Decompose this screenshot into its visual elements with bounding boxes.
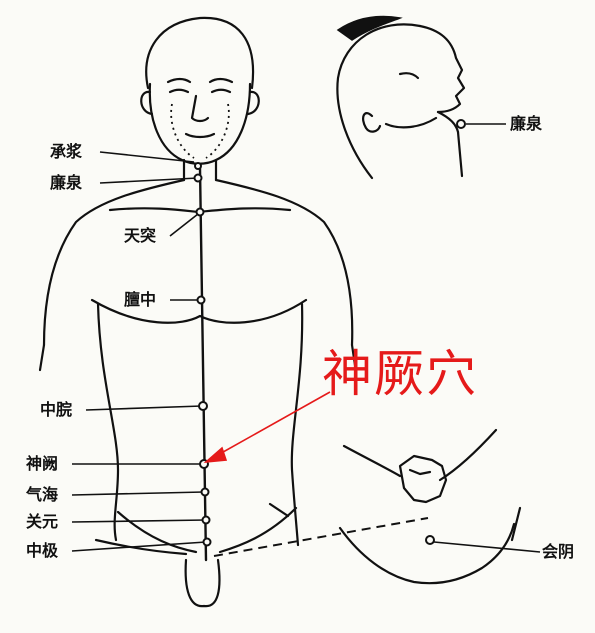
highlight-title: 神厥穴 xyxy=(322,346,478,402)
label-danzhong: 膻中 xyxy=(124,291,156,309)
profile-eye xyxy=(400,73,418,78)
mouth xyxy=(186,134,214,137)
label-qihai: 气海 xyxy=(26,486,58,504)
leader-guanyuan xyxy=(72,520,206,522)
point-guanyuan xyxy=(203,517,210,524)
profile-head-back xyxy=(337,24,420,178)
left-eye xyxy=(170,90,188,92)
face-dotted-right xyxy=(206,104,229,158)
point-lianquan xyxy=(195,175,202,182)
right-hip-mark xyxy=(270,504,288,516)
groin-outline xyxy=(186,560,220,606)
point-zhongji xyxy=(204,539,211,546)
left-torso xyxy=(98,304,118,540)
point-huiyin xyxy=(426,536,434,544)
perineum-left-thigh xyxy=(344,446,400,476)
point-lianquan-side xyxy=(457,120,465,128)
right-eye xyxy=(212,90,230,92)
profile-hair xyxy=(338,17,400,41)
face-dotted-left xyxy=(171,104,194,158)
highlight-arrow-head xyxy=(206,448,226,462)
profile-face xyxy=(420,26,464,112)
point-danzhong xyxy=(198,297,205,304)
perineum-detail xyxy=(410,470,430,474)
point-zhongwan xyxy=(199,402,207,410)
huiyin-connector xyxy=(214,518,428,556)
right-torso xyxy=(292,304,302,545)
face-outline xyxy=(150,84,250,164)
label-shenque: 神阙 xyxy=(26,455,58,473)
point-qihai xyxy=(202,489,209,496)
leader-zhongwan xyxy=(86,406,202,410)
point-tiantu xyxy=(197,209,204,216)
right-eyebrow xyxy=(210,79,232,82)
nose xyxy=(192,96,208,121)
highlight-arrow-line xyxy=(216,392,330,456)
left-shoulder-arm xyxy=(44,180,184,345)
right-shoulder-arm xyxy=(216,180,352,345)
profile-chin xyxy=(438,112,458,132)
label-lianquan: 廉泉 xyxy=(50,174,82,192)
left-eyebrow xyxy=(168,79,190,82)
conception-vessel-line xyxy=(200,168,206,560)
label-lianquan-side: 廉泉 xyxy=(510,115,542,133)
label-guanyuan: 关元 xyxy=(26,513,58,531)
hair-outline xyxy=(146,18,253,88)
profile-jaw xyxy=(386,118,436,127)
label-zhongwan: 中脘 xyxy=(40,401,72,419)
leader-huiyin xyxy=(434,542,540,552)
perineum-right-thigh xyxy=(440,430,496,480)
label-huiyin: 会阴 xyxy=(542,543,574,561)
perineum-genitals xyxy=(400,456,446,502)
point-chengjiang xyxy=(195,163,201,169)
profile-throat xyxy=(458,132,462,176)
perineum-buttocks xyxy=(340,524,514,583)
left-arm-cut xyxy=(40,345,44,370)
profile-ear xyxy=(363,113,380,132)
label-zhongji: 中极 xyxy=(26,542,58,560)
leader-qihai xyxy=(72,492,204,495)
leader-tiantu xyxy=(170,214,198,236)
leader-chengjiang xyxy=(100,152,194,162)
label-chengjiang: 承浆 xyxy=(50,143,82,161)
label-tiantu: 天突 xyxy=(124,227,156,245)
